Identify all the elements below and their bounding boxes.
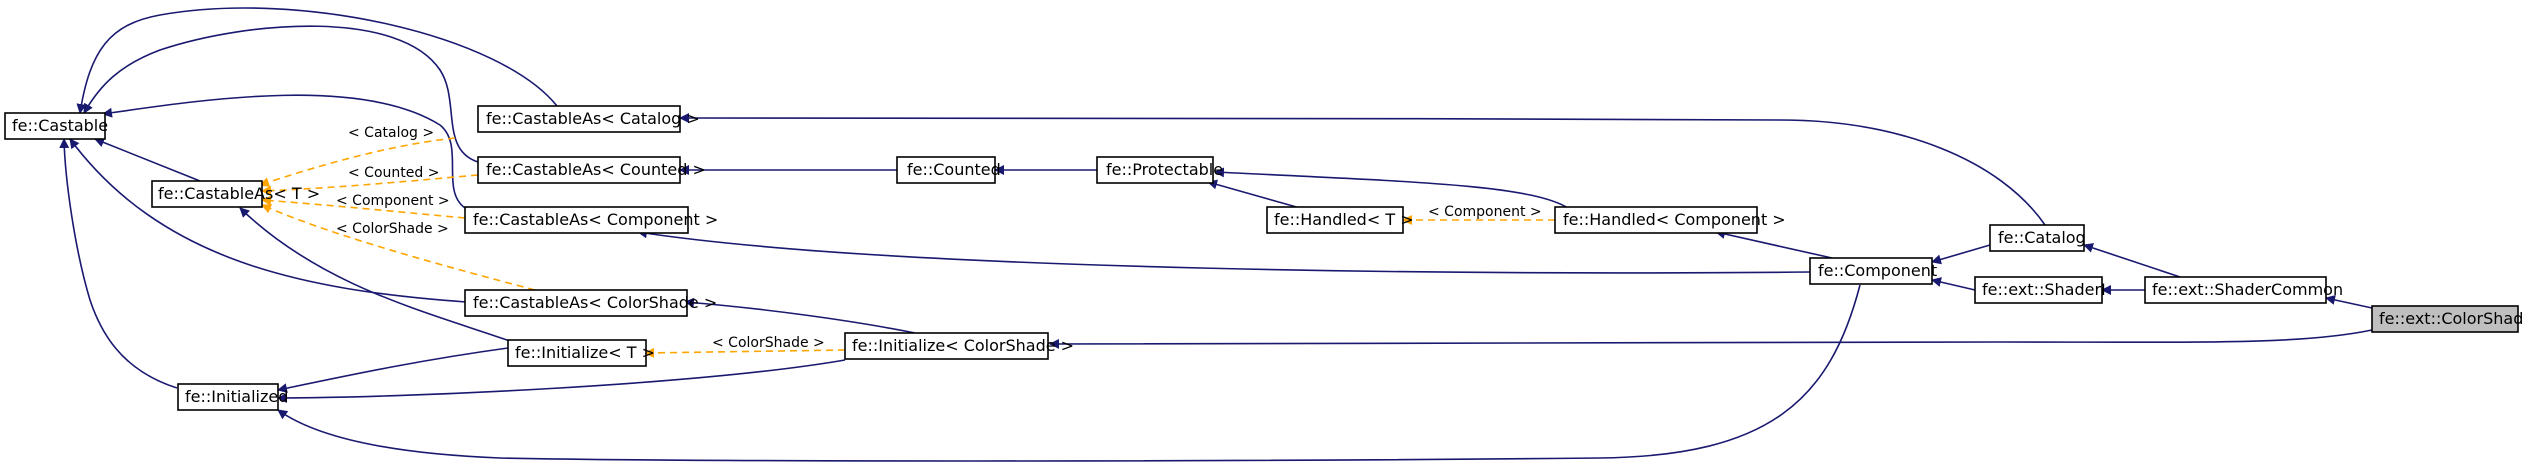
- edge-initialize-colorshade-to-castableas-colorshade: [684, 297, 916, 334]
- class-node-castable-as-t[interactable]: fe::CastableAs< T >: [151, 180, 320, 208]
- edge-label-catalog: < Catalog >: [348, 125, 434, 141]
- svg-text:fe::ext::ShaderCommon: fe::ext::ShaderCommon: [2152, 280, 2343, 299]
- svg-text:fe::Castable: fe::Castable: [12, 116, 108, 135]
- class-node-initialized[interactable]: fe::Initialized: [177, 383, 288, 411]
- edge-label-handled-component: < Component >: [1428, 204, 1542, 220]
- edge-castableas-counted-to-castable: [83, 25, 479, 163]
- edge-component-to-castableas-component: [637, 228, 1811, 274]
- edge-shaderi-to-component: [1931, 277, 1976, 291]
- edge-castableas-colorshade-to-castable: [69, 138, 467, 303]
- edge-colorshade-to-shadercommon: [2325, 295, 2373, 309]
- edge-label-counted: < Counted >: [348, 165, 439, 181]
- class-node-castable-as-catalog[interactable]: fe::CastableAs< Catalog >: [477, 105, 700, 133]
- edge-component-to-initialized: [277, 284, 1861, 462]
- class-node-counted[interactable]: fe::Counted: [896, 156, 1001, 184]
- class-node-castable[interactable]: fe::Castable: [4, 112, 108, 140]
- edge-castableas-component-to-castable: [102, 94, 466, 209]
- edge-template-initialize-colorshade: < ColorShade >: [644, 335, 846, 358]
- class-node-handled-component[interactable]: fe::Handled< Component >: [1554, 206, 1786, 234]
- edge-component-to-handled-component: [1715, 229, 1833, 259]
- class-node-shaderi[interactable]: fe::ext::ShaderI: [1974, 276, 2106, 304]
- svg-text:fe::ext::ColorShade: fe::ext::ColorShade: [2379, 309, 2524, 328]
- svg-text:fe::CastableAs< ColorShade >: fe::CastableAs< ColorShade >: [473, 293, 717, 312]
- svg-text:fe::ext::ShaderI: fe::ext::ShaderI: [1982, 280, 2106, 299]
- edge-shadercommon-to-catalog: [2083, 243, 2181, 278]
- svg-text:fe::Initialize< ColorShade >: fe::Initialize< ColorShade >: [852, 336, 1074, 355]
- edge-template-colorshade: < ColorShade >: [261, 204, 536, 291]
- svg-text:fe::CastableAs< Counted >: fe::CastableAs< Counted >: [486, 160, 706, 179]
- edge-label-initialize-colorshade: < ColorShade >: [712, 335, 825, 351]
- svg-text:fe::Initialized: fe::Initialized: [185, 387, 288, 406]
- svg-text:fe::CastableAs< T >: fe::CastableAs< T >: [158, 184, 320, 203]
- edge-initialized-to-castable: [59, 138, 178, 389]
- class-node-castable-as-component[interactable]: fe::CastableAs< Component >: [464, 206, 718, 234]
- svg-text:fe::Handled< Component >: fe::Handled< Component >: [1563, 210, 1786, 229]
- class-node-colorshade[interactable]: fe::ext::ColorShade: [2371, 305, 2524, 333]
- svg-text:fe::Initialize< T >: fe::Initialize< T >: [515, 343, 655, 362]
- svg-text:fe::Counted: fe::Counted: [907, 160, 1001, 179]
- svg-text:fe::Component: fe::Component: [1818, 261, 1937, 280]
- class-node-component[interactable]: fe::Component: [1809, 257, 1937, 285]
- edge-template-catalog: < Catalog >: [259, 125, 456, 187]
- edge-catalog-to-castableas-catalog: [679, 113, 2046, 226]
- edge-initialize-t-to-castableas-t: [239, 207, 511, 342]
- class-node-handled-t[interactable]: fe::Handled< T >: [1266, 206, 1414, 234]
- edge-label-component: < Component >: [336, 193, 450, 209]
- svg-text:fe::CastableAs< Catalog >: fe::CastableAs< Catalog >: [486, 109, 700, 128]
- svg-text:fe::Protectable: fe::Protectable: [1106, 160, 1223, 179]
- svg-text:fe::Handled< T >: fe::Handled< T >: [1274, 210, 1414, 229]
- edge-catalog-to-component: [1931, 244, 1991, 265]
- svg-text:fe::Catalog: fe::Catalog: [1998, 228, 2086, 247]
- edge-handled-component-to-protectable: [1214, 167, 1569, 209]
- edge-colorshade-to-initialize-colorshade: [1049, 329, 2373, 349]
- edge-template-counted: < Counted >: [261, 165, 479, 196]
- class-node-castable-as-counted[interactable]: fe::CastableAs< Counted >: [477, 156, 706, 184]
- edge-initialize-t-to-initialized: [277, 347, 509, 394]
- class-node-initialize-colorshade[interactable]: fe::Initialize< ColorShade >: [844, 332, 1074, 360]
- class-node-castable-as-colorshade[interactable]: fe::CastableAs< ColorShade >: [464, 289, 717, 317]
- edge-castableas-t-to-castable: [94, 137, 201, 182]
- edge-castableas-catalog-to-castable: [76, 7, 558, 114]
- class-node-protectable[interactable]: fe::Protectable: [1096, 156, 1223, 184]
- svg-text:fe::CastableAs< Component >: fe::CastableAs< Component >: [473, 210, 718, 229]
- edge-label-colorshade: < ColorShade >: [336, 221, 449, 237]
- edge-template-component: < Component >: [261, 193, 466, 219]
- edge-initialize-colorshade-to-initialized: [277, 359, 846, 403]
- class-node-shader-common[interactable]: fe::ext::ShaderCommon: [2144, 276, 2343, 304]
- class-node-initialize-t[interactable]: fe::Initialize< T >: [507, 339, 655, 367]
- edge-template-handled-component: < Component >: [1402, 204, 1555, 225]
- edge-handled-t-to-protectable: [1207, 179, 1301, 209]
- class-node-catalog[interactable]: fe::Catalog: [1989, 224, 2086, 252]
